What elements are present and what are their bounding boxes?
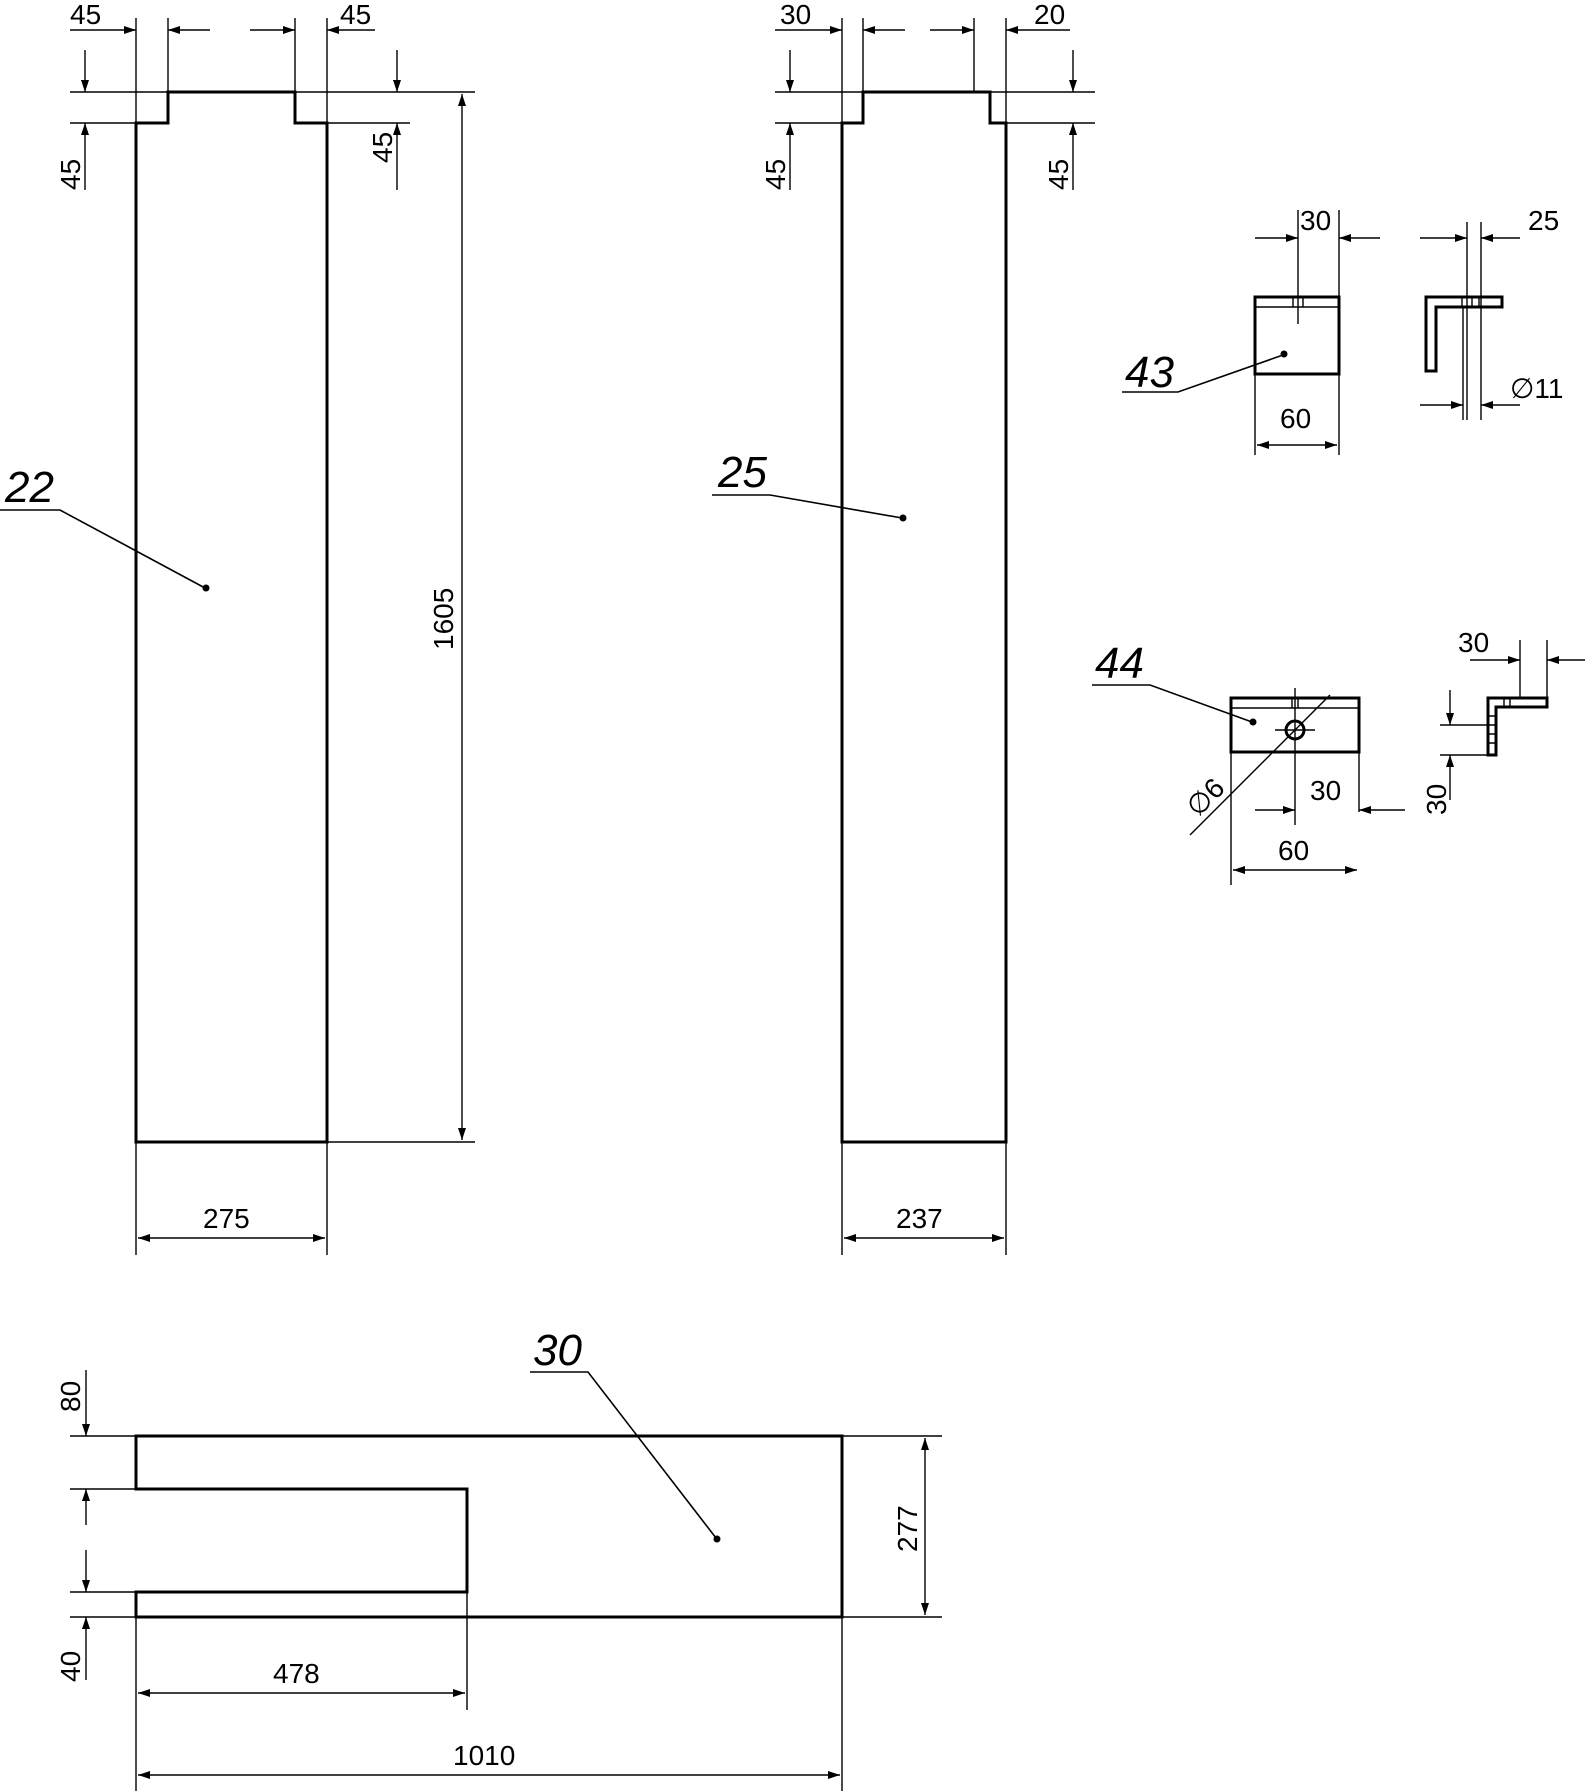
part-30-notch-length: 478	[273, 1658, 320, 1689]
part-30-height: 277	[892, 1505, 923, 1552]
part-30-ext-lines	[70, 1435, 942, 1791]
part-43-hole-pos: 30	[1300, 205, 1331, 236]
part-44-width: 60	[1278, 835, 1309, 866]
part-43-leader-dot	[1280, 350, 1288, 358]
part-25: 30 20 45 45 237 25	[712, 0, 1095, 1255]
part-22-leader	[0, 509, 206, 589]
part-30-notch-bottom: 40	[55, 1651, 86, 1682]
part-44-side-height: 30	[1421, 784, 1452, 815]
part-25-slot-right-width: 20	[1034, 0, 1065, 30]
part-22-ext-lines	[70, 18, 475, 1255]
part-25-leader	[712, 494, 903, 519]
part-22-width: 275	[203, 1203, 250, 1234]
part-43-width: 60	[1280, 403, 1311, 434]
part-30-outline	[134, 1434, 844, 1619]
part-44-hole-diameter: ∅6	[1180, 772, 1230, 822]
part-43-label: 43	[1125, 348, 1174, 397]
part-22-slot-left-depth: 45	[55, 159, 86, 190]
part-30-label: 30	[533, 1326, 582, 1375]
part-44-side-outline	[1486, 696, 1549, 757]
part-25-slot-right-depth: 45	[1043, 159, 1074, 190]
part-25-ext-lines	[775, 18, 1095, 1255]
part-44-leader-dot	[1249, 718, 1257, 726]
part-25-width: 237	[896, 1203, 943, 1234]
part-30-leader-dot	[713, 1535, 721, 1543]
part-22-leader-dot	[202, 584, 210, 592]
part-22: 45 45 45 45 1605 275 22	[0, 0, 475, 1255]
part-22-slot-right-width: 45	[340, 0, 371, 30]
part-22-slot-left-width: 45	[70, 0, 101, 30]
part-25-leader-dot	[899, 514, 907, 522]
part-30-length: 1010	[453, 1740, 515, 1771]
part-43-leader	[1122, 354, 1284, 393]
part-43: 30 60 25 ∅11 43	[1122, 205, 1563, 455]
part-30: 80 40 277 478 1010 30	[55, 1326, 942, 1791]
part-43-side-hole	[1461, 222, 1482, 420]
part-44-leader	[1092, 684, 1253, 723]
part-22-outline	[134, 90, 329, 1144]
part-44-hole-pos: 30	[1310, 775, 1341, 806]
part-22-label: 22	[4, 463, 54, 512]
part-44-side-width: 30	[1458, 627, 1489, 658]
part-30-leader	[530, 1371, 717, 1539]
part-25-outline	[840, 90, 1008, 1144]
part-22-height: 1605	[428, 588, 459, 650]
part-43-side-outline	[1424, 295, 1504, 373]
part-44: ∅6 30 60 30 30 44	[1092, 627, 1585, 885]
part-25-label: 25	[717, 448, 767, 497]
part-25-slot-left-depth: 45	[760, 159, 791, 190]
part-30-notch-top: 80	[55, 1381, 86, 1412]
part-44-label: 44	[1095, 639, 1144, 688]
part-43-front-outline	[1253, 295, 1341, 376]
part-44-side-details	[1488, 698, 1511, 744]
part-43-hole-marks	[1292, 210, 1340, 324]
part-43-hole-diameter: ∅11	[1510, 373, 1563, 404]
part-43-side-offset: 25	[1528, 205, 1559, 236]
part-25-slot-left-width: 30	[780, 0, 811, 30]
part-22-slot-right-depth: 45	[367, 132, 398, 163]
